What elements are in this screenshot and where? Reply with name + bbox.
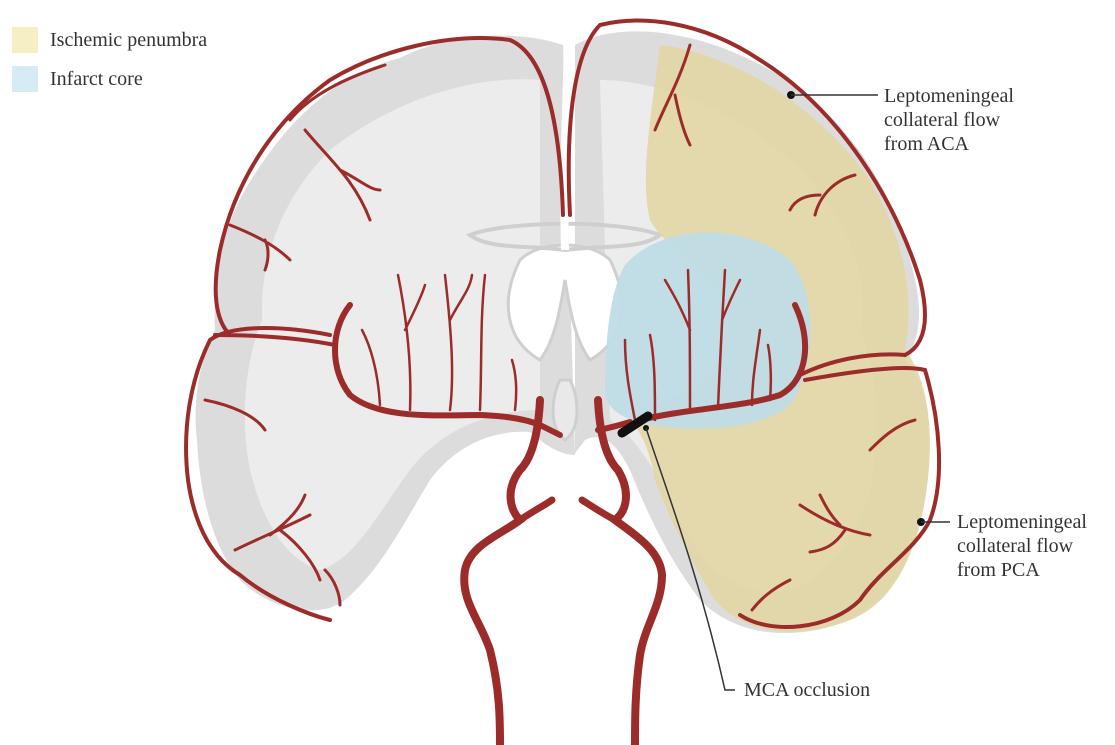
legend-swatch-penumbra [12, 27, 38, 53]
legend-label-infarct-core: Infarct core [50, 68, 143, 91]
legend-item-penumbra: Ischemic penumbra [12, 27, 207, 53]
legend-item-infarct-core: Infarct core [12, 66, 143, 92]
right-ica-branch [582, 500, 615, 520]
annotation-aca-line-2: collateral flow [884, 108, 1014, 132]
annotation-pca-line-3: from PCA [957, 558, 1087, 582]
annotation-pca-line-2: collateral flow [957, 534, 1087, 558]
infarct-core-region [605, 232, 811, 428]
annotation-aca-line-1: Leptomeningeal [884, 84, 1014, 108]
legend-label-penumbra: Ischemic penumbra [50, 29, 207, 52]
annotation-pca-line-1: Leptomeningeal [957, 510, 1087, 534]
left-internal-carotid [464, 400, 540, 745]
left-ica-branch [520, 500, 552, 520]
annotation-aca-line-3: from ACA [884, 132, 1014, 156]
legend-swatch-infarct-core [12, 66, 38, 92]
annotation-aca-collateral: Leptomeningeal collateral flow from ACA [884, 84, 1014, 156]
annotation-pca-collateral: Leptomeningeal collateral flow from PCA [957, 510, 1087, 582]
annotation-mca-occlusion: MCA occlusion [744, 678, 870, 702]
annotation-mca-line-1: MCA occlusion [744, 678, 870, 702]
